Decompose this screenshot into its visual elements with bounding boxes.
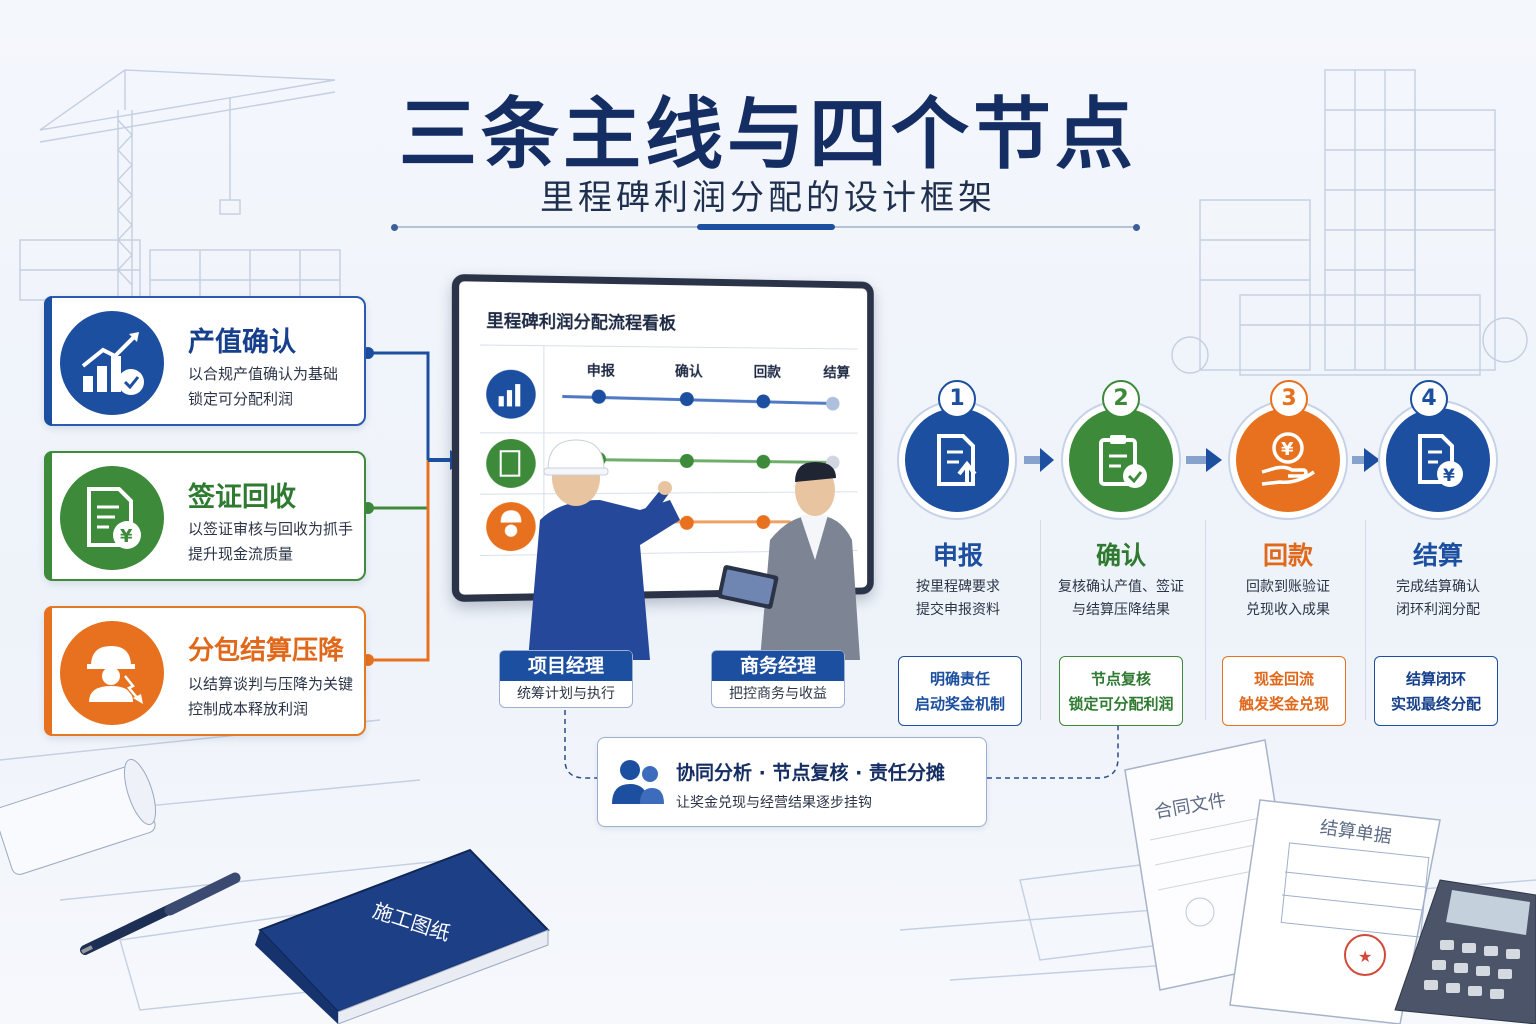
- card-desc-line: 提升现金流质量: [188, 545, 294, 563]
- blueprint-roll-icon: [0, 758, 157, 875]
- node-declare[interactable]: [897, 400, 1017, 520]
- card-accent: [44, 606, 52, 736]
- collaboration-box: 协同分析 · 节点复核 · 责任分摊 让奖金兑现与经营结果逐步挂钩: [597, 737, 987, 827]
- badge-line: 启动奖金机制: [914, 695, 1005, 713]
- svg-text:★: ★: [1358, 947, 1372, 966]
- hand-yuan-coin-icon: ¥: [1236, 408, 1340, 512]
- node-badge: 节点复核 锁定可分配利润: [1059, 656, 1183, 726]
- business-manager-label: 商务经理 把控商务与收益: [711, 650, 845, 708]
- badge-line: 触发奖金兑现: [1238, 695, 1329, 713]
- pen-icon: [80, 872, 241, 955]
- badge-line: 实现最终分配: [1390, 695, 1481, 713]
- process-board: 里程碑利润分配流程看板 申报 确认 回款 结算: [451, 273, 874, 603]
- node-number: 4: [1410, 380, 1448, 418]
- node-description: 完成结算确认 闭环利润分配: [1353, 576, 1523, 622]
- node-desc-line: 与结算压降结果: [1072, 602, 1170, 618]
- node-settlement[interactable]: ¥: [1378, 400, 1498, 520]
- mainline-card-subcontract-settlement[interactable]: 分包结算压降 以结算谈判与压降为关键 控制成本释放利润: [44, 606, 366, 736]
- card-desc-line: 以签证审核与回收为抓手: [188, 520, 354, 538]
- svg-text:¥: ¥: [120, 526, 133, 547]
- node-desc-line: 复核确认产值、签证: [1058, 579, 1184, 595]
- node-separator: [1040, 520, 1041, 720]
- business-manager-figure: [717, 462, 860, 660]
- card-title: 签证回收: [188, 482, 296, 513]
- node-number: 1: [938, 380, 976, 418]
- page-title: 三条主线与四个节点: [398, 90, 1137, 180]
- role-title: 项目经理: [500, 651, 632, 681]
- settlement-document-yuan-icon: ¥: [1386, 408, 1490, 512]
- board-timeline-grid: [459, 281, 867, 594]
- node-badge: 结算闭环 实现最终分配: [1374, 656, 1498, 726]
- node-separator: [1205, 520, 1206, 720]
- badge-line: 现金回流: [1253, 670, 1314, 688]
- card-accent: [44, 451, 52, 581]
- node-desc-line: 完成结算确认: [1396, 579, 1480, 595]
- badge-line: 明确责任: [929, 670, 990, 688]
- clipboard-check-icon: [1069, 408, 1173, 512]
- node-desc-line: 按里程碑要求: [916, 579, 1000, 595]
- role-title: 商务经理: [712, 651, 844, 681]
- node-badge: 现金回流 触发奖金兑现: [1222, 656, 1346, 726]
- calculator-icon: [1394, 879, 1536, 1024]
- node-title: 回款: [1262, 541, 1313, 570]
- svg-text:¥: ¥: [1443, 466, 1455, 486]
- node-confirm[interactable]: [1061, 400, 1181, 520]
- node-number: 2: [1102, 380, 1140, 418]
- node-desc-line: 回款到账验证: [1246, 579, 1330, 595]
- statement-document-icon: ★: [1229, 799, 1441, 1024]
- card-description: 以合规产值确认为基础 锁定可分配利润: [188, 362, 363, 412]
- row-document-icon: [486, 439, 536, 489]
- badge-line: 锁定可分配利润: [1068, 695, 1174, 713]
- node-description: 按里程碑要求 提交申报资料: [873, 576, 1043, 622]
- row-chart-icon: [486, 369, 536, 419]
- badge-line: 结算闭环: [1405, 670, 1466, 688]
- node-title: 确认: [1095, 541, 1146, 570]
- role-duty: 把控商务与收益: [729, 686, 827, 702]
- card-desc-line: 以结算谈判与压降为关键: [188, 675, 354, 693]
- title-divider-accent: [697, 224, 835, 230]
- collaboration-subtitle: 让奖金兑现与经营结果逐步挂钩: [676, 795, 872, 811]
- collaboration-title: 协同分析 · 节点复核 · 责任分摊: [676, 762, 945, 784]
- card-desc-line: 控制成本释放利润: [188, 700, 309, 718]
- project-manager-figure: [528, 439, 680, 660]
- node-desc-line: 闭环利润分配: [1396, 602, 1480, 618]
- card-desc-line: 以合规产值确认为基础: [188, 365, 339, 383]
- card-accent: [44, 296, 52, 426]
- book-icon: [255, 848, 550, 1024]
- role-duty: 统筹计划与执行: [517, 686, 615, 702]
- node-description: 回款到账验证 兑现收入成果: [1203, 576, 1373, 622]
- node-desc-line: 兑现收入成果: [1246, 602, 1330, 618]
- mainline-card-visa-recovery[interactable]: ¥ 签证回收 以签证审核与回收为抓手 提升现金流质量: [44, 451, 366, 581]
- card-description: 以结算谈判与压降为关键 控制成本释放利润: [188, 672, 363, 722]
- card-description: 以签证审核与回收为抓手 提升现金流质量: [188, 517, 363, 567]
- project-manager-label: 项目经理 统筹计划与执行: [499, 650, 633, 708]
- svg-text:¥: ¥: [1281, 439, 1294, 460]
- node-title: 申报: [932, 541, 983, 570]
- declare-document-icon: [905, 408, 1009, 512]
- node-desc-line: 提交申报资料: [916, 602, 1000, 618]
- node-payment[interactable]: ¥: [1228, 400, 1348, 520]
- badge-line: 节点复核: [1090, 670, 1151, 688]
- divider-dot: [1133, 224, 1140, 231]
- node-badge: 明确责任 启动奖金机制: [898, 656, 1022, 726]
- node-description: 复核确认产值、签证 与结算压降结果: [1036, 576, 1206, 622]
- node-separator: [1365, 520, 1366, 720]
- growth-chart-icon: [60, 311, 164, 415]
- row-worker-icon: [486, 501, 536, 552]
- people-group-icon: [612, 760, 664, 804]
- node-number: 3: [1270, 380, 1308, 418]
- node-title: 结算: [1412, 541, 1463, 570]
- card-desc-line: 锁定可分配利润: [188, 390, 294, 408]
- card-title: 产值确认: [188, 327, 296, 358]
- mainline-card-output-value[interactable]: 产值确认 以合规产值确认为基础 锁定可分配利润: [44, 296, 366, 426]
- document-yuan-icon: ¥: [60, 466, 164, 570]
- page-subtitle: 里程碑利润分配的设计框架: [540, 178, 996, 218]
- card-title: 分包结算压降: [188, 636, 345, 666]
- divider-dot: [391, 224, 398, 231]
- worker-down-arrow-icon: [60, 621, 164, 725]
